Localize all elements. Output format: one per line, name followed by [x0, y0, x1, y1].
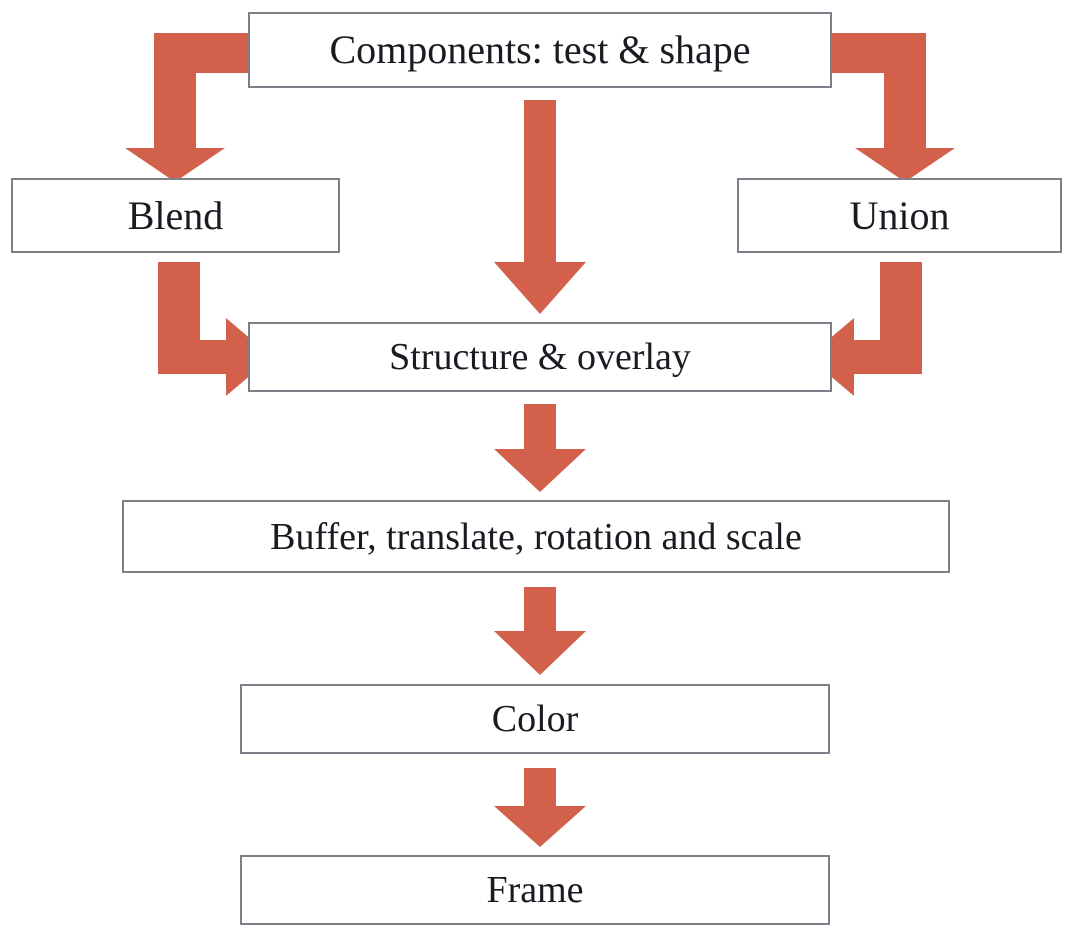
- node-blend-label: Blend: [127, 192, 224, 238]
- node-color[interactable]: Color: [240, 684, 830, 754]
- arrow-blend-to-structure: [158, 262, 272, 396]
- arrow-components-to-structure: [494, 100, 586, 314]
- node-components[interactable]: Components: test & shape: [248, 12, 832, 88]
- arrow-structure-to-buffer: [494, 404, 586, 492]
- node-blend[interactable]: Blend: [11, 178, 340, 253]
- node-buffer[interactable]: Buffer, translate, rotation and scale: [122, 500, 950, 573]
- node-structure-label: Structure & overlay: [389, 336, 691, 378]
- node-structure[interactable]: Structure & overlay: [248, 322, 832, 392]
- arrow-buffer-to-color: [494, 587, 586, 675]
- arrow-color-to-frame: [494, 768, 586, 847]
- node-components-label: Components: test & shape: [329, 27, 751, 72]
- node-frame-label: Frame: [486, 869, 584, 911]
- arrow-union-to-structure: [808, 262, 922, 396]
- node-color-label: Color: [491, 698, 579, 740]
- node-union[interactable]: Union: [737, 178, 1062, 253]
- node-buffer-label: Buffer, translate, rotation and scale: [270, 515, 802, 558]
- arrow-components-to-blend: [125, 33, 248, 182]
- node-union-label: Union: [849, 192, 950, 238]
- node-frame[interactable]: Frame: [240, 855, 830, 925]
- arrow-components-to-union: [832, 33, 955, 182]
